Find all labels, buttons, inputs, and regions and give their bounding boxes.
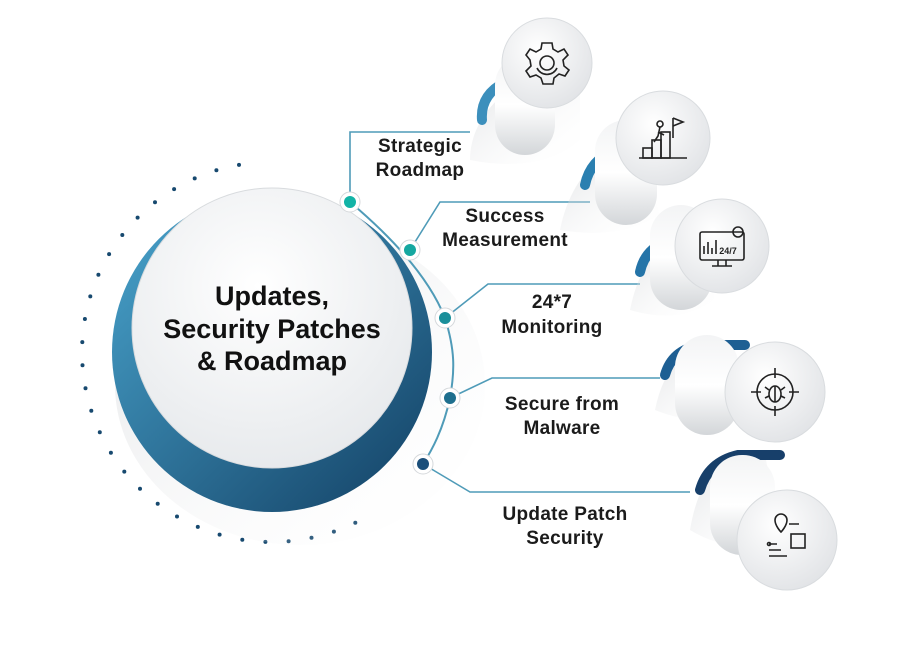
arc-dot xyxy=(96,272,101,277)
label-patch-line2: Security xyxy=(526,528,604,549)
arc-dot xyxy=(107,252,112,257)
label-monitoring-line2: Monitoring xyxy=(501,317,602,338)
connector-branch-2 xyxy=(409,201,590,251)
label-strategic-line2: Roadmap xyxy=(376,160,465,181)
arc-dot xyxy=(97,430,102,435)
connector-branch-5 xyxy=(422,463,690,493)
connector-branch-4 xyxy=(449,377,660,399)
arc-dot xyxy=(122,469,127,474)
arc-dot xyxy=(135,215,140,220)
label-patch-line1: Update Patch xyxy=(502,504,627,525)
arc-dot xyxy=(82,317,87,321)
connector-node xyxy=(417,458,429,470)
bug-target-icon xyxy=(751,368,799,416)
center-title-line2: Security Patches xyxy=(163,314,381,344)
arc-dot xyxy=(153,200,157,205)
arc-dot xyxy=(80,363,85,368)
center-title-line3: & Roadmap xyxy=(197,346,347,376)
arc-dot xyxy=(138,486,142,491)
label-monitoring-line1: 24*7 xyxy=(532,292,572,313)
arc-dot xyxy=(214,168,219,173)
connector-node xyxy=(444,392,456,404)
connector-node xyxy=(404,244,416,256)
label-strategic-line1: Strategic xyxy=(378,136,462,157)
center-title-line1: Updates, xyxy=(215,281,329,311)
arc-dot xyxy=(155,501,160,506)
arc-dot xyxy=(108,450,113,455)
cylinder-success-measurement xyxy=(560,90,711,233)
location-box-icon xyxy=(766,513,806,557)
connector-node xyxy=(344,196,356,208)
label-success-line2: Measurement xyxy=(442,230,568,251)
arc-dot xyxy=(195,524,200,529)
label-malware-line1: Secure from xyxy=(505,394,619,415)
arc-dot xyxy=(83,386,88,391)
svg-text:24/7: 24/7 xyxy=(719,246,737,256)
monitor-24-7-icon: 24/7 xyxy=(699,226,745,267)
connector-branch-3 xyxy=(444,283,640,319)
cylinder-update-patch xyxy=(690,450,838,591)
label-malware-line2: Malware xyxy=(523,418,600,439)
connector-branch-1 xyxy=(349,131,470,202)
connector-node xyxy=(439,312,451,324)
gear-icon xyxy=(524,42,571,85)
cylinder-monitoring xyxy=(630,198,770,316)
arc-dot xyxy=(88,294,93,299)
arc-dot xyxy=(172,187,177,192)
arc-dot xyxy=(240,537,245,542)
label-success-line1: Success xyxy=(465,206,544,227)
climb-flag-icon xyxy=(639,117,687,159)
arc-dot xyxy=(89,408,94,413)
arc-dot xyxy=(80,340,85,345)
arc-dot xyxy=(237,162,241,167)
arc-dot xyxy=(192,176,197,181)
arc-dot xyxy=(120,233,125,237)
arc-dot xyxy=(217,532,222,537)
cylinder-secure-malware xyxy=(655,335,826,443)
arc-dot xyxy=(175,514,179,519)
cylinder-strategic-roadmap xyxy=(470,17,593,164)
center-disc xyxy=(131,187,413,469)
connector-nodes xyxy=(339,191,461,475)
